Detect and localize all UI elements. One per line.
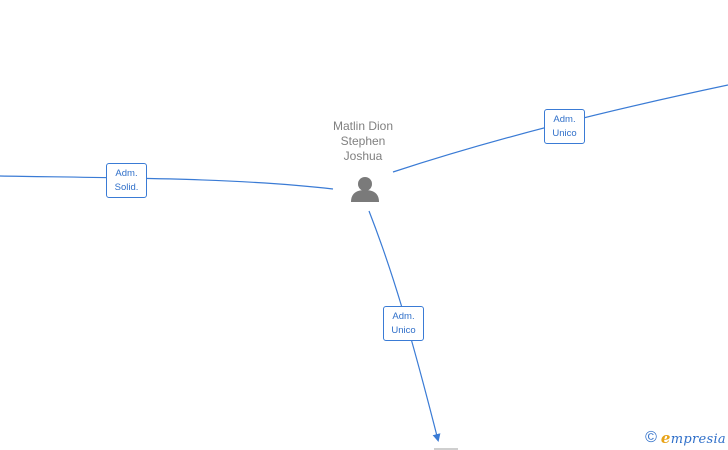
brand-logo-text: mpresia <box>670 432 726 447</box>
edge-label-bottom-line-1: Adm. <box>392 311 415 322</box>
bottom-node-stub <box>434 448 458 450</box>
edge-label-right[interactable]: Adm. Unico <box>544 109 585 144</box>
brand-logo: empresia <box>661 429 726 447</box>
edge-label-right-line-2: Unico <box>552 128 577 139</box>
edge-label-left[interactable]: Adm. Solid. <box>106 163 147 198</box>
brand-logo-initial: e <box>660 429 671 447</box>
person-name-line-3: Joshua <box>343 149 383 163</box>
watermark: © empresia <box>645 428 726 448</box>
edge-label-right-line-1: Adm. <box>553 114 576 125</box>
edge-label-left-line-1: Adm. <box>115 168 138 179</box>
person-icon[interactable] <box>351 177 379 202</box>
edge-label-left-line-2: Solid. <box>114 182 139 193</box>
edge-label-bottom-line-2: Unico <box>391 325 416 336</box>
person-name-line-1: Matlin Dion <box>332 119 394 133</box>
person-name-line-2: Stephen <box>340 134 386 148</box>
edge-label-bottom[interactable]: Adm. Unico <box>383 306 424 341</box>
edge-left <box>0 175 334 190</box>
person-name[interactable]: Matlin Dion Stephen Joshua <box>313 119 413 164</box>
copyright-icon: © <box>645 429 657 446</box>
